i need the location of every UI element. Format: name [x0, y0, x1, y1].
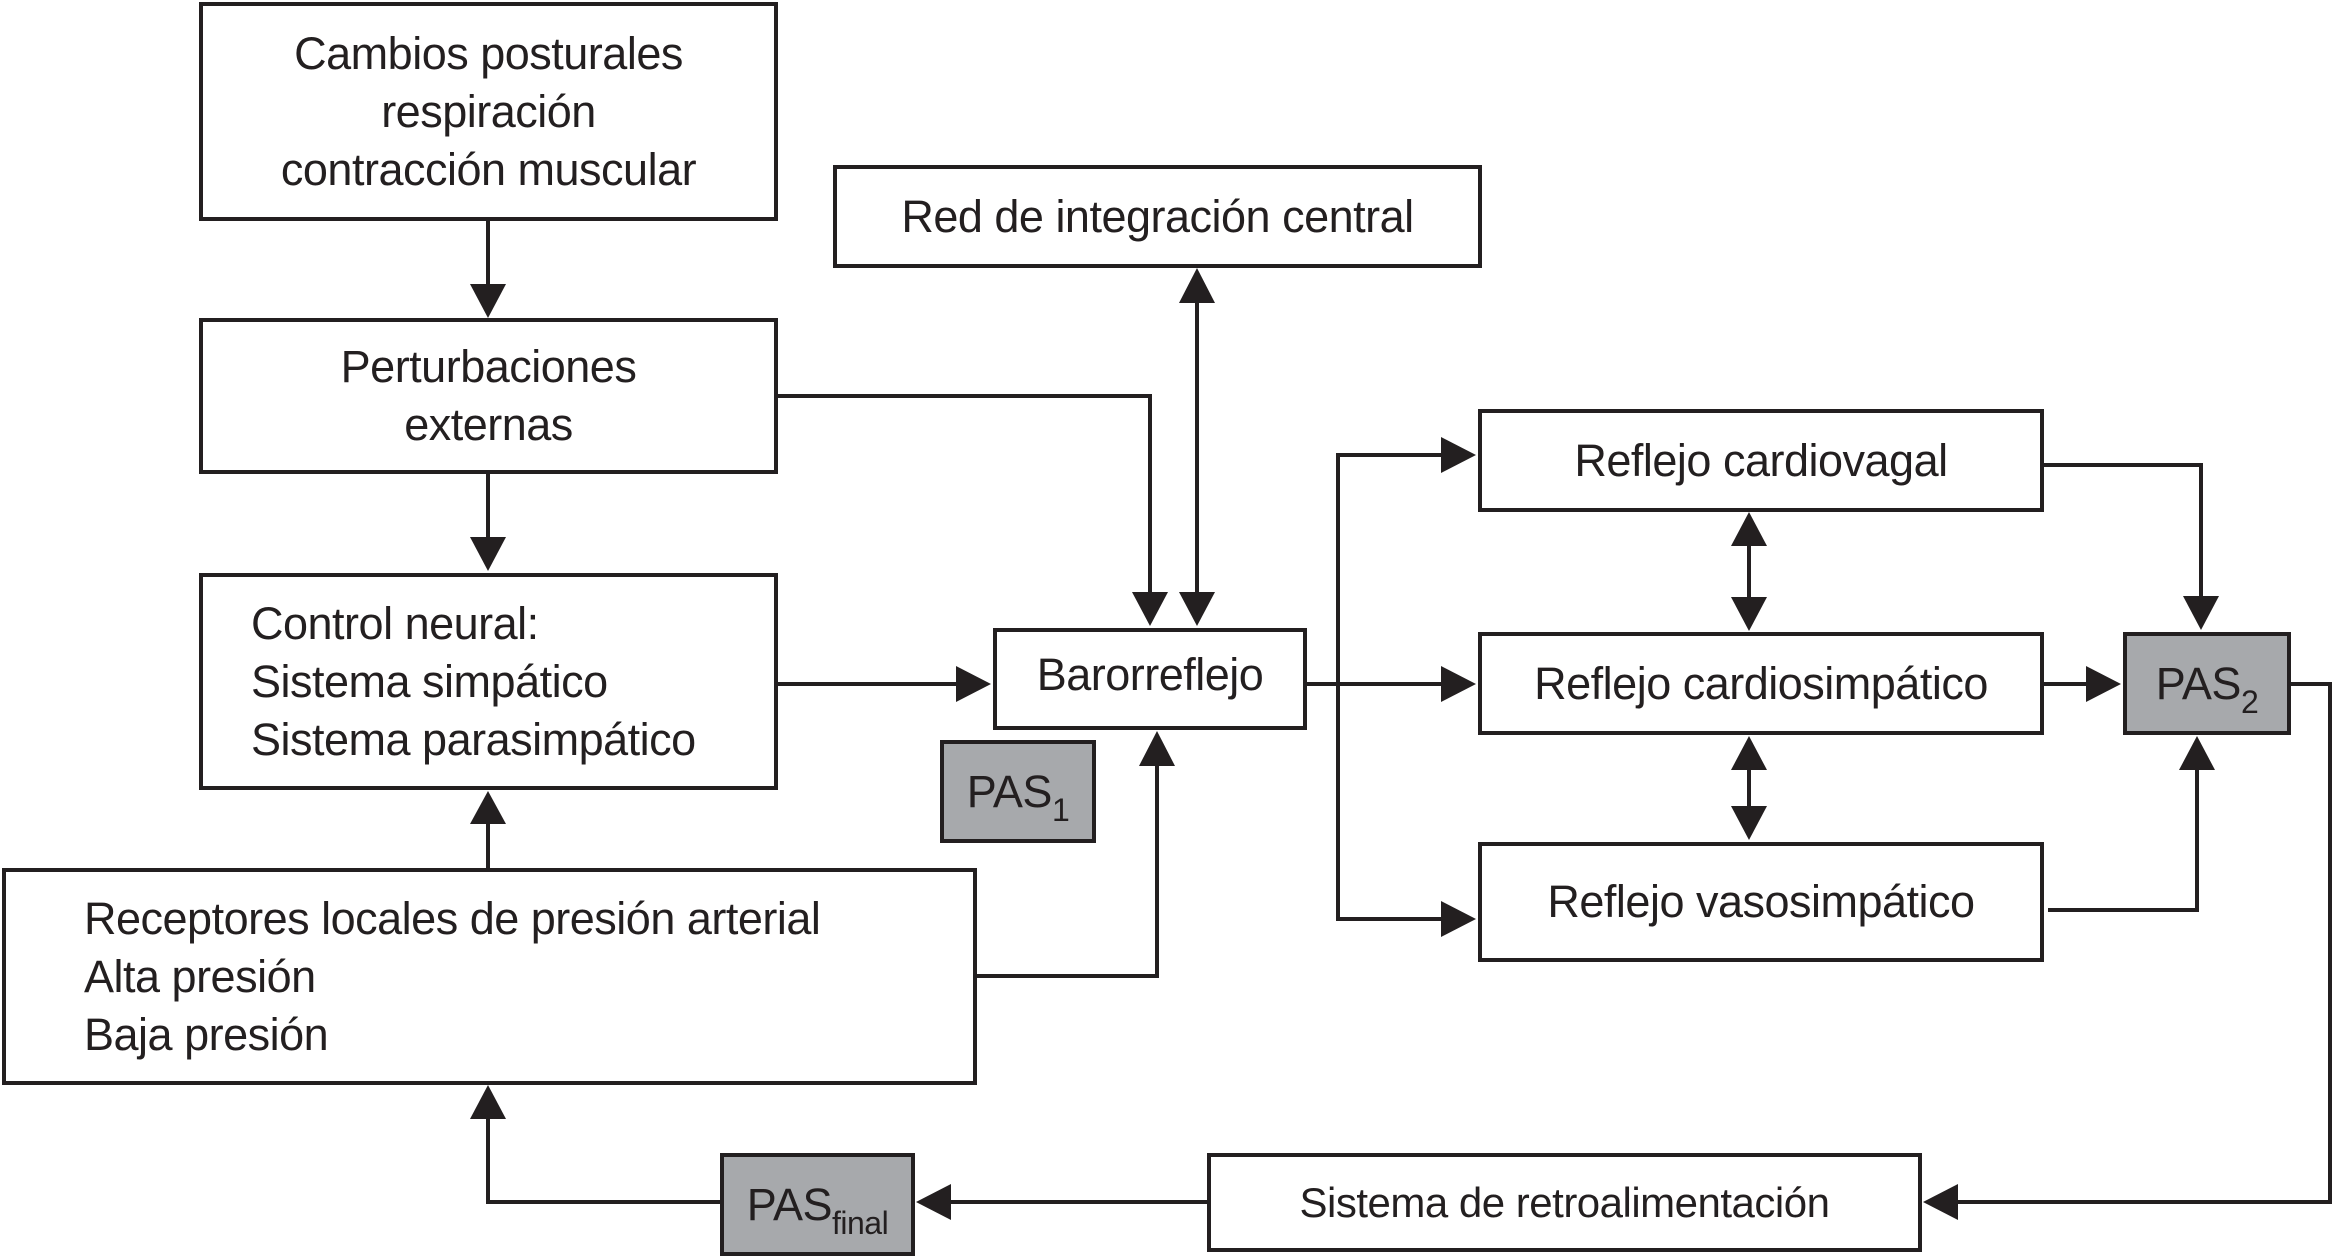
pas-final-sub: final — [832, 1204, 889, 1241]
pas1-sub: 1 — [1051, 791, 1070, 828]
reflejo-cardiovagal-box: Reflejo cardiovagal — [1478, 409, 2044, 512]
arrowhead-right — [1441, 437, 1476, 473]
pas-final-box: PASfinal — [720, 1153, 915, 1256]
receptores-line-3: Baja presión — [84, 1008, 329, 1060]
pas2-label: PAS2 — [2155, 655, 2259, 718]
pas2-box: PAS2 — [2123, 632, 2291, 735]
edge-cardiovagal-pas2 — [2043, 463, 2203, 602]
arrowhead-down — [1731, 597, 1767, 631]
cardiosimpatico-label: Reflejo cardiosimpático — [1534, 657, 1988, 709]
arrowhead-up — [1731, 512, 1767, 546]
red-integracion-label: Red de integración central — [901, 190, 1414, 242]
edge-pas2-retroalimentacion — [1952, 682, 2332, 1204]
sistema-retroalimentacion-box: Sistema de retroalimentación — [1207, 1153, 1922, 1252]
pas1-box: PAS1 — [940, 740, 1096, 843]
cardiovagal-label: Reflejo cardiovagal — [1574, 434, 1948, 486]
arrowhead-left — [916, 1184, 951, 1220]
pas-final-label: PASfinal — [746, 1176, 889, 1239]
arrowhead-down — [470, 284, 506, 318]
barorreflejo-label: Barorreflejo — [1036, 649, 1264, 700]
arrowhead-left — [1923, 1184, 1958, 1220]
cambios-line-2: respiración — [381, 85, 596, 137]
pas-final-base: PAS — [746, 1178, 833, 1230]
control-line-1: Control neural: — [251, 597, 539, 649]
control-line-2: Sistema simpático — [251, 655, 608, 707]
arrowhead-up — [1179, 268, 1215, 303]
arrowhead-right — [1441, 666, 1476, 702]
receptores-line-2: Alta presión — [84, 950, 316, 1002]
control-line-3: Sistema parasimpático — [251, 713, 696, 765]
cambios-line-1: Cambios posturales — [294, 27, 683, 79]
arrowhead-right — [956, 666, 991, 702]
perturbaciones-line-1: Perturbaciones — [340, 341, 637, 392]
pas1-label: PAS1 — [966, 763, 1070, 826]
pas2-base: PAS — [2155, 657, 2242, 709]
arrowhead-up — [1139, 731, 1175, 766]
perturbaciones-line-2: externas — [404, 399, 573, 450]
cambios-posturales-box: Cambios posturales respiración contracci… — [199, 2, 778, 221]
pas1-base: PAS — [966, 765, 1053, 817]
receptores-line-1: Receptores locales de presión arterial — [84, 892, 821, 944]
edge-receptores-barorreflejo — [976, 760, 1159, 978]
arrowhead-down — [1132, 592, 1168, 626]
perturbaciones-externas-box: Perturbaciones externas — [199, 318, 778, 474]
arrowhead-up — [1731, 736, 1767, 770]
red-integracion-central-box: Red de integración central — [833, 165, 1482, 268]
edge-vasosimpatico-pas2 — [2048, 764, 2199, 912]
cambios-line-3: contracción muscular — [280, 143, 697, 195]
arrowhead-up — [2179, 736, 2215, 770]
arrowhead-down — [1179, 592, 1215, 626]
arrowhead-down — [470, 537, 506, 571]
vasosimpatico-label: Reflejo vasosimpático — [1547, 876, 1975, 927]
arrowhead-down — [1731, 806, 1767, 840]
reflejo-vasosimpatico-box: Reflejo vasosimpático — [1478, 842, 2044, 962]
arrowhead-down — [2183, 596, 2219, 630]
retroalimentacion-label: Sistema de retroalimentación — [1299, 1178, 1830, 1226]
receptores-box: Receptores locales de presión arterial A… — [2, 868, 977, 1085]
arrowhead-right — [1441, 901, 1476, 937]
reflejo-cardiosimpatico-box: Reflejo cardiosimpático — [1478, 632, 2044, 735]
arrowhead-up — [470, 1085, 506, 1119]
edge-perturbaciones-barorreflejo — [777, 394, 1152, 600]
barorreflejo-box: Barorreflejo — [993, 628, 1307, 730]
edge-barorreflejo-branch — [1336, 453, 1450, 921]
arrowhead-right — [2086, 666, 2121, 702]
control-neural-box: Control neural: Sistema simpático Sistem… — [199, 573, 778, 790]
pas2-sub: 2 — [2240, 683, 2259, 720]
edge-pasfinal-receptores — [486, 1113, 720, 1204]
arrowhead-up — [470, 791, 506, 824]
